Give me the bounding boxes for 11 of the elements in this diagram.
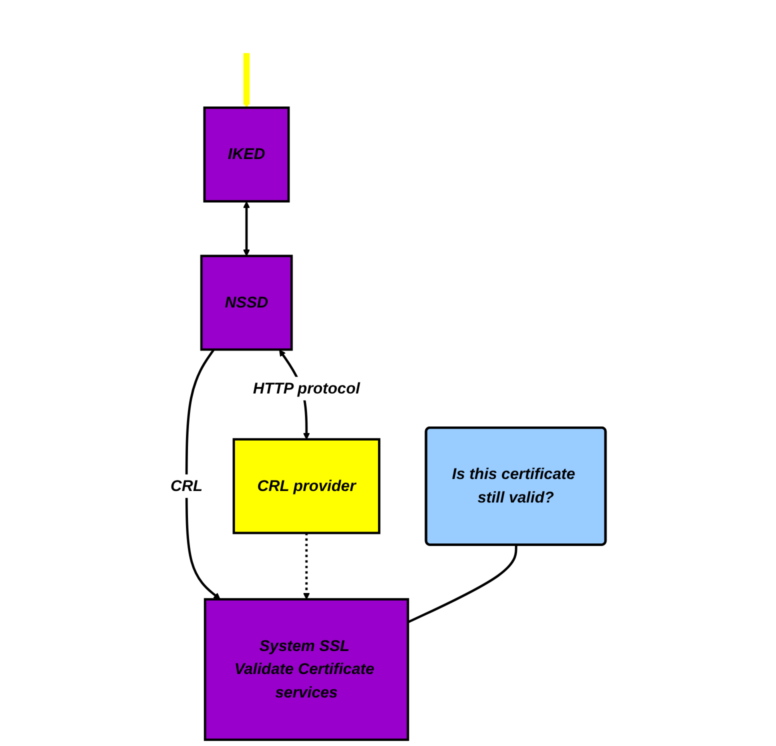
node-box: NSSD xyxy=(200,254,293,351)
node-box: System SSL Validate Certificate services xyxy=(204,598,410,741)
node-box: IKED xyxy=(203,106,290,202)
edge-label: CRL xyxy=(170,478,203,495)
arrow xyxy=(243,201,250,256)
connector xyxy=(407,545,518,624)
node-box: CRL provider xyxy=(232,438,380,534)
arrow xyxy=(243,53,250,108)
arrow xyxy=(303,532,310,600)
arrow xyxy=(185,348,220,600)
edge-label: HTTP protocol xyxy=(253,380,360,398)
